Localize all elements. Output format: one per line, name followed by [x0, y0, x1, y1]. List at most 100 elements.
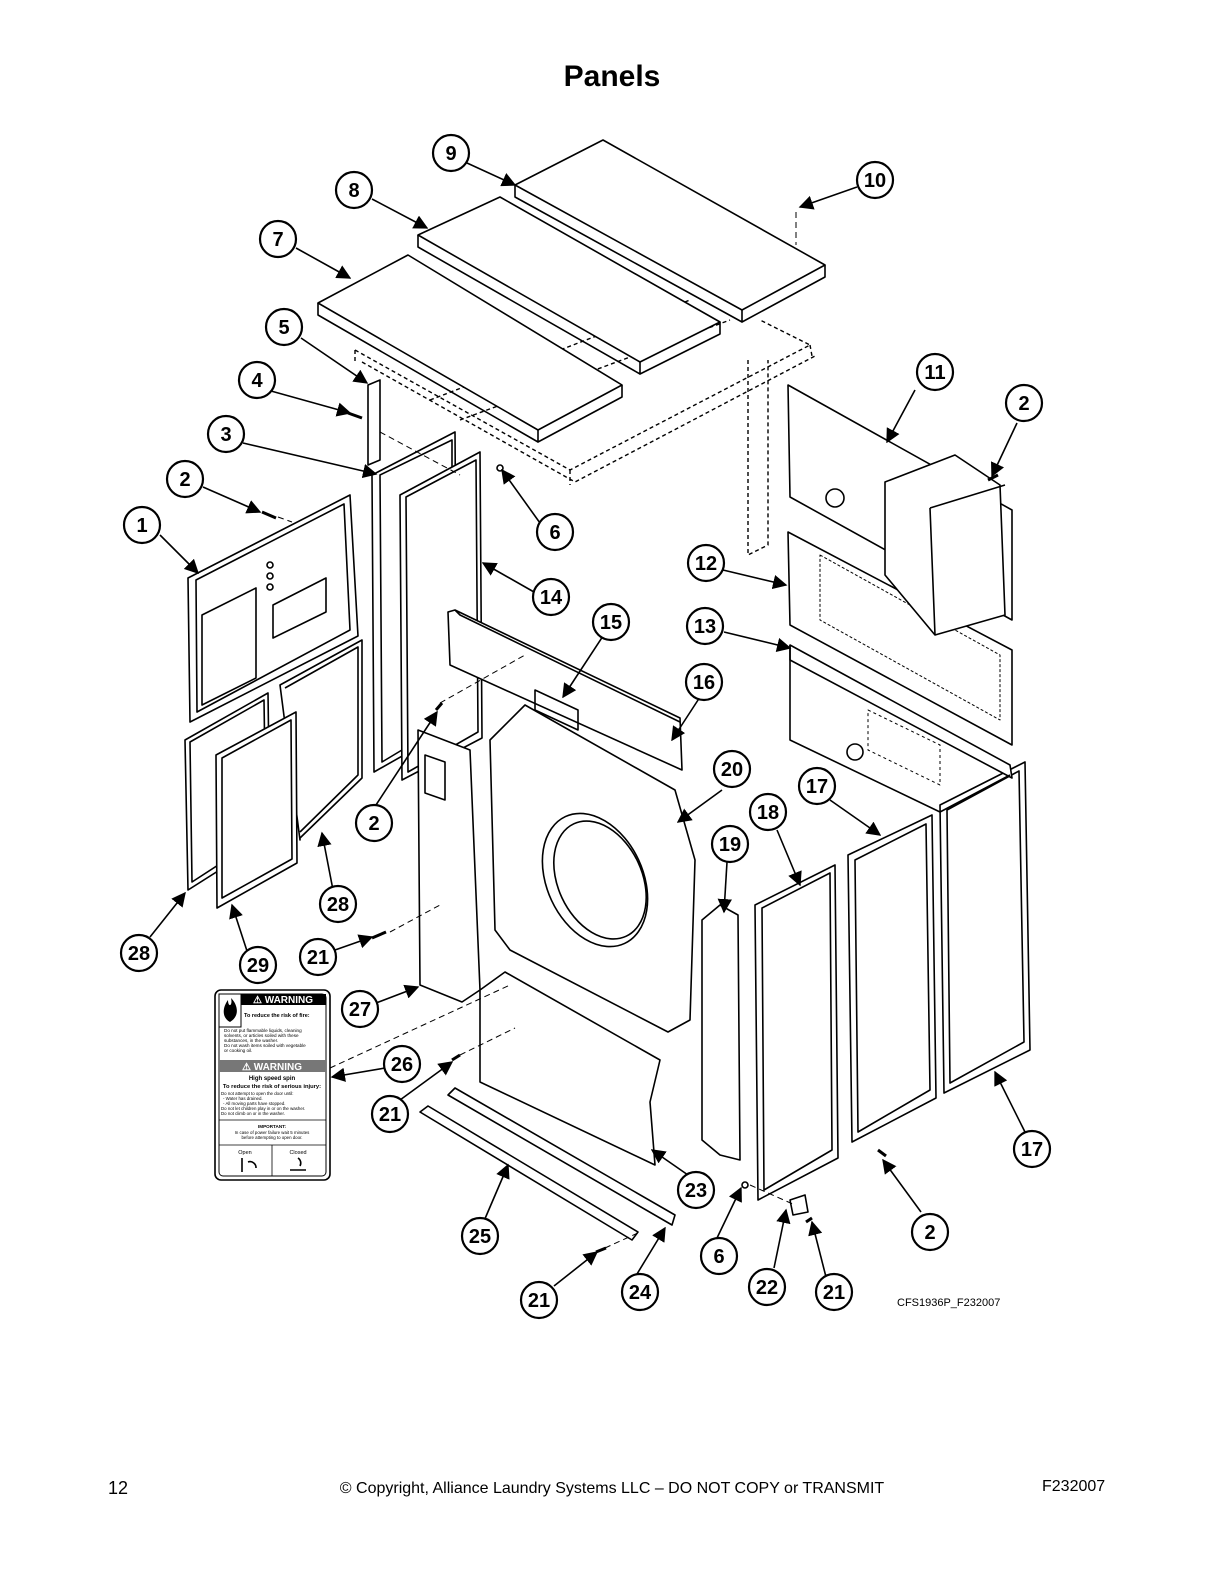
form-number: F232007	[1042, 1478, 1106, 1495]
callout-c28a: 28	[318, 884, 358, 924]
open-handle-icon	[241, 1158, 257, 1172]
callout-c26: 26	[382, 1044, 422, 1084]
callout-c21d: 21	[519, 1280, 559, 1320]
callout-label: 29	[247, 955, 269, 977]
side-panel-18	[754, 864, 839, 1201]
callout-c9: 9	[431, 133, 471, 173]
callout-circle	[797, 766, 837, 806]
warning-label-26: ⚠ WARNING To reduce the risk of fire: Do…	[214, 989, 331, 1181]
top-panel-8	[417, 196, 721, 375]
fire-line: Do not put flammable liquids, cleaning	[224, 1028, 302, 1033]
callout-circle	[119, 933, 159, 973]
callout-c3: 3	[206, 414, 246, 454]
callout-c16: 16	[684, 662, 724, 702]
callout-c19: 19	[710, 824, 750, 864]
callout-label: 13	[694, 616, 716, 638]
callout-circle	[814, 1272, 854, 1312]
callout-c12: 12	[686, 543, 726, 583]
callout-circle	[748, 792, 788, 832]
callout-c21c: 21	[814, 1272, 854, 1312]
callout-c24: 24	[620, 1272, 660, 1312]
callout-circle	[915, 352, 955, 392]
callout-circle	[1004, 383, 1044, 423]
callout-c13: 13	[685, 606, 725, 646]
figure-code: CFS1936P_F232007	[897, 1297, 1001, 1309]
panel-14	[399, 451, 483, 781]
callout-circle	[165, 459, 205, 499]
callout-circle	[855, 160, 895, 200]
callout-label: 17	[1021, 1139, 1043, 1161]
callout-label: 5	[278, 317, 289, 339]
callout-label: 9	[445, 143, 456, 165]
callout-label: 14	[540, 587, 563, 609]
top-panel-9	[514, 139, 826, 323]
callout-c23: 23	[676, 1170, 716, 1210]
callout-label: 22	[756, 1277, 778, 1299]
callout-label: 28	[128, 943, 150, 965]
copyright-notice: © Copyright, Alliance Laundry Systems LL…	[339, 1480, 885, 1497]
junction-box	[884, 454, 1006, 636]
side-panel-17a	[847, 814, 937, 1143]
nut-6a	[496, 464, 504, 472]
injury-line: - All moving parts have stopped.	[223, 1101, 285, 1106]
page-number: 12	[108, 1478, 129, 1498]
injury-line: - Water has drained.	[223, 1096, 263, 1101]
callout-c6b: 6	[699, 1236, 739, 1276]
callout-label: 21	[379, 1104, 401, 1126]
screw-4	[347, 411, 363, 420]
callout-label: 21	[307, 947, 329, 969]
callout-label: 17	[806, 776, 828, 798]
front-control-panel-1	[187, 494, 359, 723]
important-title: IMPORTANT:	[258, 1124, 286, 1129]
callout-circle	[258, 219, 298, 259]
callout-c15: 15	[591, 602, 631, 642]
callout-label: 10	[864, 170, 886, 192]
side-panel-17b	[939, 761, 1031, 1094]
fire-line: solvents, or articles soiled with these	[224, 1033, 299, 1038]
kick-panel-23	[479, 971, 661, 1166]
callout-c27: 27	[340, 989, 380, 1029]
callout-circle	[591, 602, 631, 642]
callout-c2b: 2	[1004, 383, 1044, 423]
callout-c28b: 28	[119, 933, 159, 973]
fire-icon	[223, 998, 237, 1022]
label-15	[534, 689, 579, 731]
callout-label: 25	[469, 1226, 491, 1248]
panel-29	[215, 711, 298, 909]
callout-label: 19	[719, 834, 741, 856]
callout-label: 26	[391, 1054, 413, 1076]
callout-label: 28	[327, 894, 349, 916]
callout-circle	[712, 749, 752, 789]
callout-label: 2	[924, 1222, 935, 1244]
callout-label: 6	[549, 522, 560, 544]
screw-21c	[595, 1246, 607, 1254]
callout-circle	[535, 512, 575, 552]
callout-circle	[710, 824, 750, 864]
callout-label: 27	[349, 999, 371, 1021]
bracket-5	[367, 379, 381, 466]
fire-line: substances, in the washer.	[224, 1038, 278, 1043]
callout-circle	[910, 1212, 950, 1252]
callout-circle	[684, 662, 724, 702]
callout-label: 18	[757, 802, 779, 824]
callout-c25: 25	[460, 1216, 500, 1256]
callout-c5: 5	[264, 307, 304, 347]
callout-circle	[699, 1236, 739, 1276]
callout-circle	[1012, 1129, 1052, 1169]
bracket-22	[789, 1194, 809, 1216]
callout-label: 12	[695, 553, 717, 575]
warning-header-1: ⚠ WARNING	[253, 995, 313, 1006]
callout-label: 2	[179, 469, 190, 491]
open-label: Open	[238, 1150, 251, 1156]
callout-c7: 7	[258, 219, 298, 259]
callout-label: 7	[272, 229, 283, 251]
injury-title: To reduce the risk of serious injury:	[223, 1084, 321, 1090]
front-plate-20	[489, 704, 696, 1033]
strip-24	[447, 1087, 676, 1226]
parts-drawing	[184, 139, 1031, 1254]
callout-label: 3	[220, 424, 231, 446]
callout-label: 23	[685, 1180, 707, 1202]
callout-circle	[298, 937, 338, 977]
callout-label: 21	[823, 1282, 845, 1304]
callout-label: 16	[693, 672, 715, 694]
